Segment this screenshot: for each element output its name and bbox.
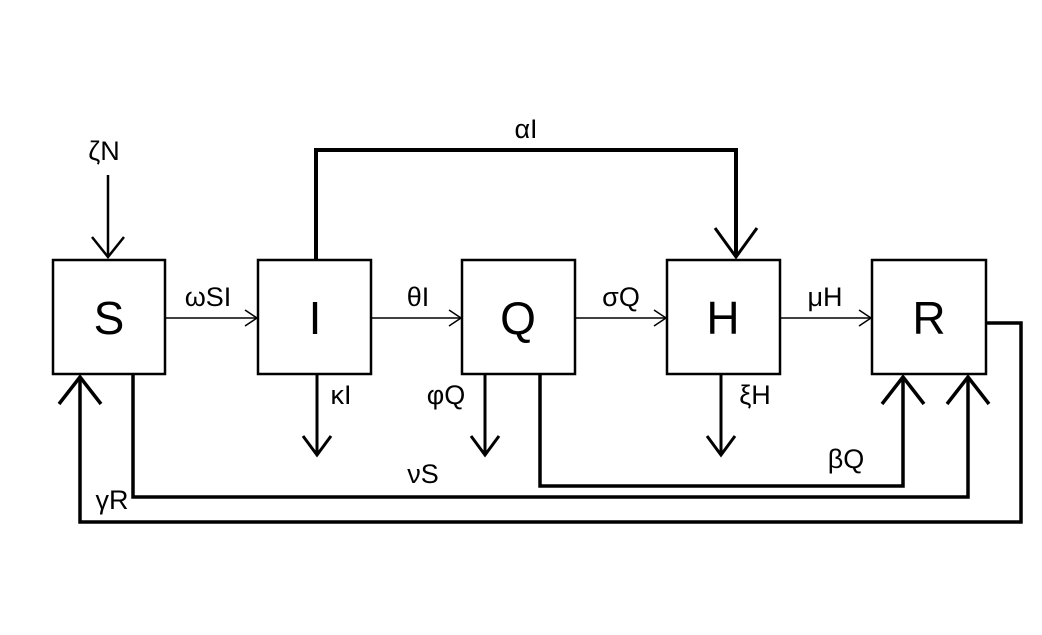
hospitalization-i-arrow <box>314 148 759 260</box>
death-q-arrow <box>469 374 501 458</box>
death-h-arrow <box>705 374 737 458</box>
vaccination-label: νS <box>407 459 439 489</box>
recovery-h-arrow <box>780 309 873 327</box>
box-q <box>460 258 577 376</box>
loss-of-immunity-arrow <box>57 321 1023 524</box>
death-q-label: φQ <box>427 380 466 410</box>
box-r-label: R <box>912 292 945 344</box>
box-i-label: I <box>309 292 322 344</box>
hospitalization-q-label: σQ <box>602 282 640 312</box>
box-q-label: Q <box>500 292 536 344</box>
hospitalization-i-label: αI <box>514 114 537 144</box>
box-h-label: H <box>706 292 739 344</box>
box-s <box>51 258 167 376</box>
infection-arrow <box>165 309 259 327</box>
recovery-q-arrow <box>538 374 926 488</box>
birth-arrow <box>91 175 125 260</box>
death-i-arrow <box>301 374 333 458</box>
box-h <box>665 258 782 376</box>
quarantine-arrow <box>371 309 463 327</box>
loss-of-immunity-label: γR <box>96 485 129 515</box>
box-s-label: S <box>94 292 125 344</box>
quarantine-label: θI <box>407 282 430 312</box>
hospitalization-q-arrow <box>575 309 668 327</box>
birth-label: ζN <box>88 136 119 166</box>
vaccination-arrow <box>131 374 991 499</box>
death-h-label: ξH <box>739 380 771 410</box>
infection-label: ωSI <box>185 282 232 312</box>
recovery-q-label: βQ <box>828 444 865 474</box>
recovery-h-label: μH <box>807 282 842 312</box>
box-r <box>870 258 988 376</box>
death-i-label: κI <box>330 380 351 410</box>
